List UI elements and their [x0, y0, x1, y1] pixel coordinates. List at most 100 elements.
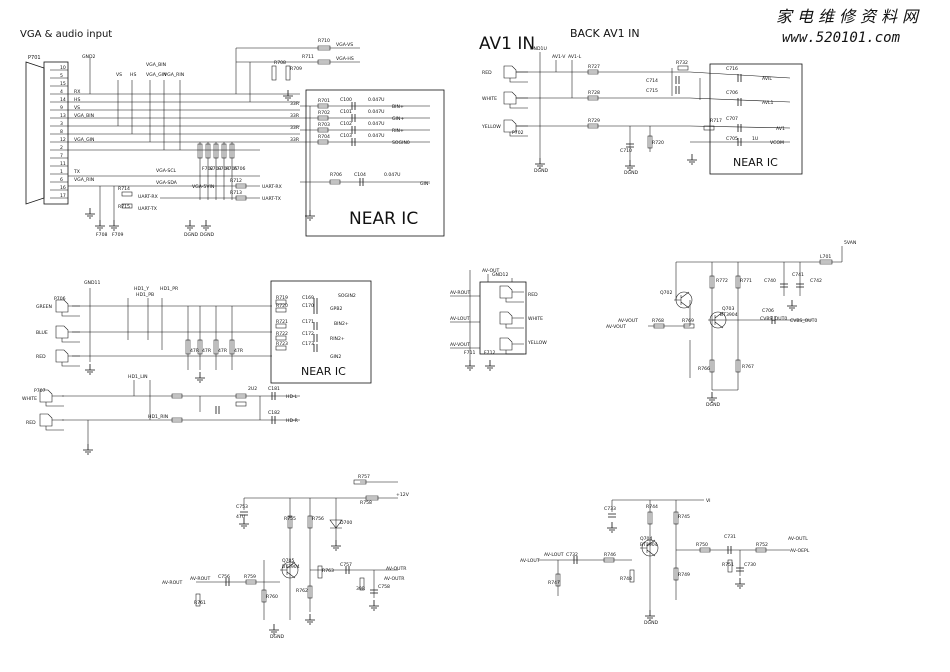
- capacitor-symbol: [780, 283, 788, 288]
- vga-res-ref: R713: [230, 190, 242, 196]
- capacitor-symbol: [359, 178, 364, 186]
- resistor-symbol: [329, 179, 341, 185]
- vga-out-net: GIN+: [392, 116, 404, 122]
- vga-pin-number: 8: [60, 129, 63, 135]
- hd-net-label: HD1_PR: [160, 286, 179, 292]
- vga-res-ref: R708: [274, 60, 286, 66]
- watermark-line2: www.520101.com: [782, 30, 901, 46]
- ground-symbol: [269, 624, 279, 635]
- hd-out-net: SOGIN2: [338, 293, 356, 299]
- watermark-logo: 家电维修资料网 www.520101.com: [776, 7, 918, 46]
- ground-symbol: [305, 614, 315, 625]
- capacitor-symbol: [271, 416, 276, 424]
- vbuf-net: AV-VOUT: [618, 318, 638, 324]
- av-out-wires: [450, 270, 513, 360]
- resistor-symbol: [285, 65, 291, 81]
- vbuf-ref: C742: [810, 278, 822, 284]
- vga-pin-net: VGA_RIN: [74, 177, 94, 183]
- vga-bead-ref: F706: [234, 166, 245, 172]
- al-net: AV-OUTL: [788, 536, 808, 542]
- av1-near-ic-label: NEAR IC: [733, 156, 778, 169]
- hd-res-ref: R723: [276, 341, 288, 347]
- vga-res-ref: R704: [318, 134, 330, 140]
- resistor-symbol: [197, 143, 203, 159]
- resistor-symbol: [271, 65, 277, 81]
- av1-cap-ref: C710: [620, 148, 632, 154]
- vga-pin-net: VGA_GIN: [74, 137, 95, 143]
- resistor-symbol: [587, 69, 599, 75]
- al-ref: C730: [744, 562, 756, 568]
- al-ref: R746: [604, 552, 616, 558]
- ground-symbol: [625, 160, 635, 171]
- hd-cap-ref: C181: [268, 386, 280, 392]
- vga-cap-value: 0.047U: [368, 133, 385, 139]
- rca-jack-symbol: [39, 413, 64, 431]
- ground-symbol: [95, 220, 105, 231]
- vga-pin-number: 11: [60, 161, 66, 167]
- vga-res-value: 33R: [290, 137, 300, 143]
- vga-out-net: VGA-HS: [336, 56, 354, 62]
- capacitor-symbol: [737, 98, 742, 106]
- capacitor-symbol: [225, 578, 230, 586]
- vga-net-label: VGA_BIN: [146, 62, 166, 68]
- resistor-symbol: [683, 323, 695, 329]
- hd-net-label: HD1_LIN: [128, 374, 148, 380]
- resistor-symbol: [235, 401, 247, 407]
- av1-cap-ref: C706: [726, 90, 738, 96]
- av1-gnd: DGND: [624, 170, 639, 176]
- vga-res-ref: R712: [230, 178, 242, 184]
- capacitor-symbol: [271, 392, 276, 400]
- al-ref: C731: [724, 534, 736, 540]
- vbuf-net: CVBS_OUT0: [790, 318, 817, 324]
- vga-pin-number: 17: [60, 193, 66, 199]
- resistor-symbol: [307, 585, 313, 599]
- vga-pin-net: HS: [74, 97, 80, 103]
- hd-res-value: 47R: [218, 348, 228, 354]
- vga-cap-ref: C103: [340, 133, 352, 139]
- ar-ref: R756: [312, 516, 324, 522]
- vga-near-ic-box: [305, 89, 445, 237]
- capacitor-symbol: [313, 334, 318, 342]
- resistor-symbol: [673, 567, 679, 581]
- vga-pin-number: 2: [60, 145, 63, 151]
- vga-connector-body: [43, 61, 69, 205]
- ar-ref: R759: [244, 574, 256, 580]
- vga-gnd-label: DGND: [184, 232, 199, 238]
- ar-net: +12V: [396, 492, 410, 498]
- vbuf-net: CVBS_OUT0: [760, 316, 787, 322]
- ar-ref: R758: [360, 500, 372, 506]
- vga-bead-ref: F703: [210, 166, 221, 172]
- hd-res-value: 47R: [234, 348, 244, 354]
- vga-res-value: 33R: [290, 101, 300, 107]
- resistor-symbol: [677, 65, 689, 71]
- resistor-symbol: [555, 573, 561, 587]
- vga-out-net: GIN-: [420, 181, 430, 187]
- resistor-symbol: [819, 259, 833, 265]
- ground-symbol: [239, 518, 249, 529]
- resistor-symbol: [709, 359, 715, 373]
- resistor-symbol: [317, 45, 331, 51]
- vga-bus-wires: [68, 47, 430, 220]
- hd-res-ref: R721: [276, 319, 288, 325]
- ground-symbol: [707, 392, 717, 403]
- hd-jack-label: WHITE: [22, 396, 37, 402]
- ground-symbol: [195, 372, 205, 383]
- vga-res-ref: R715: [118, 204, 130, 210]
- resistor-symbol: [229, 143, 235, 159]
- ar-ref: R763: [322, 568, 334, 574]
- capacitor-symbol: [215, 406, 220, 414]
- vga-net-label: VS: [116, 72, 122, 78]
- capacitor-symbol: [737, 74, 742, 82]
- resistor-symbol: [275, 307, 287, 313]
- ar-ref: R760: [266, 594, 278, 600]
- capacitor-symbol: [771, 316, 776, 324]
- resistor-symbol: [647, 135, 653, 149]
- vga-cap-value: 0.047U: [368, 121, 385, 127]
- hd-cap-ref: C169: [302, 295, 314, 301]
- ar-ref: R762: [296, 588, 308, 594]
